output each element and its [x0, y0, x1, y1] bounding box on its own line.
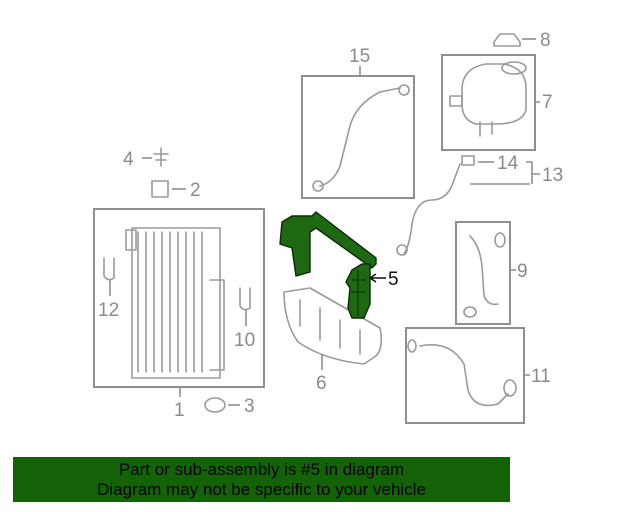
callout-11: 11 [531, 366, 551, 387]
part-9-hose[interactable] [455, 221, 511, 325]
part-1-radiator[interactable] [93, 208, 265, 388]
callout-14: 14 [497, 153, 519, 174]
arrow-icon [369, 273, 386, 283]
part-12-bracket[interactable] [103, 257, 115, 281]
callout-6: 6 [316, 373, 327, 394]
callout-5: 5 [388, 269, 399, 290]
part-info-banner: Part or sub-assembly is #5 in diagram Di… [13, 457, 510, 502]
part-15-hose[interactable] [301, 75, 415, 199]
callout-7: 7 [542, 92, 553, 113]
part-3-grommet[interactable] [204, 397, 226, 413]
part-5-air-guide[interactable] [279, 211, 377, 319]
part-7-reservoir[interactable] [441, 54, 536, 151]
callout-10: 10 [234, 330, 255, 351]
callout-3: 3 [244, 396, 255, 417]
part-2-nut[interactable] [151, 180, 169, 198]
part-6-shroud[interactable] [283, 287, 383, 365]
callout-9: 9 [517, 261, 528, 282]
callout-13: 13 [542, 165, 563, 186]
part-8-cap[interactable] [493, 33, 521, 47]
callout-1: 1 [174, 400, 185, 421]
part-10-bracket[interactable] [239, 287, 251, 311]
banner-line-2: Diagram may not be specific to your vehi… [97, 480, 426, 499]
callout-4: 4 [123, 149, 134, 170]
banner-line-1: Part or sub-assembly is #5 in diagram [118, 460, 405, 479]
part-11-hose[interactable] [405, 327, 525, 424]
part-4-clip[interactable] [153, 147, 169, 167]
callout-8: 8 [540, 30, 551, 51]
callout-2: 2 [190, 180, 201, 201]
callout-15: 15 [349, 46, 370, 67]
part-13-hose[interactable] [396, 155, 475, 256]
callout-12: 12 [98, 300, 119, 321]
